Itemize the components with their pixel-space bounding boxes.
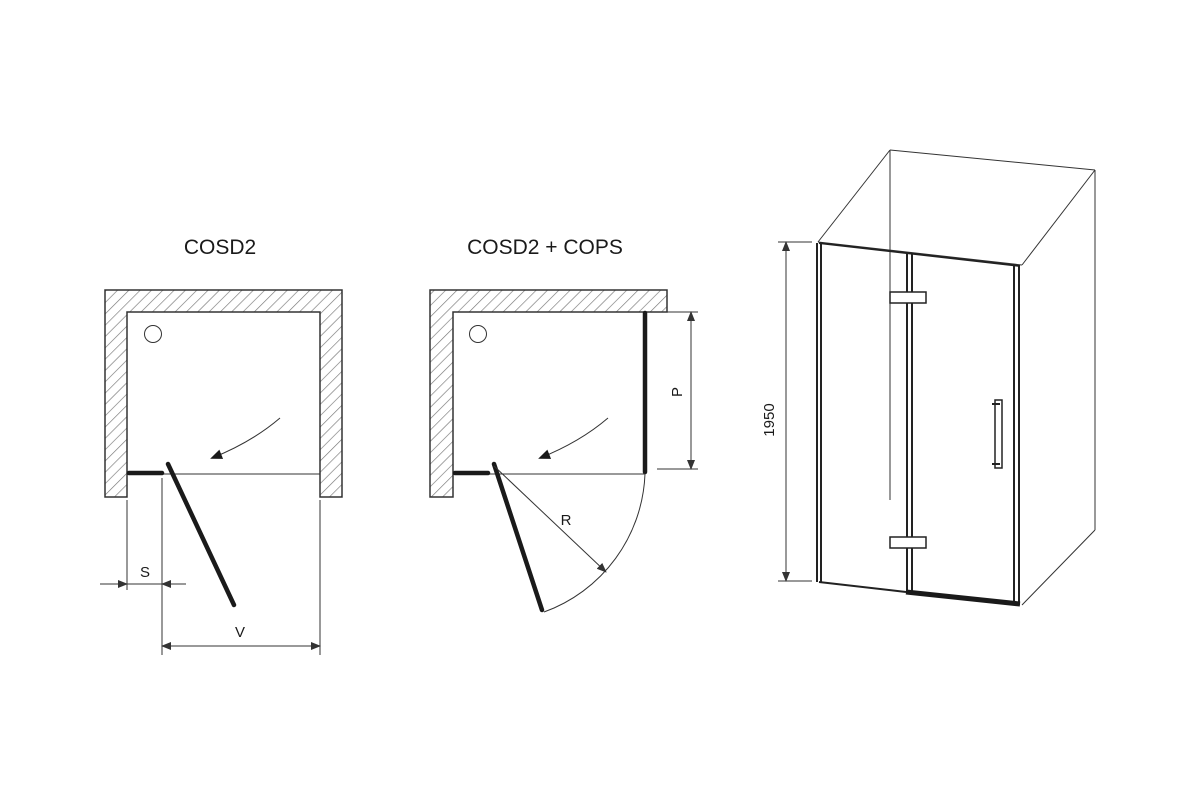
dim-label-height: 1950 [761,403,778,436]
room-edge [889,149,1096,171]
handle-icon [994,399,1003,469]
wall-hatched [429,289,668,498]
room-edge [1021,529,1096,606]
dim-label-r: R [561,512,572,529]
swing-arrow-icon [210,417,281,459]
room-edge [817,149,891,243]
hinge-icon [889,536,927,549]
drain-icon [469,325,487,343]
hinge-icon [889,291,927,304]
swing-arc [543,473,646,613]
door-open [165,461,237,608]
plan-title: COSD2 [184,236,256,259]
dim-label-p: P [669,387,686,397]
bottom-profile [905,589,1021,607]
plan-cosd2-cops: COSD2 + COPS R P [429,236,698,613]
swing-arrow-icon [538,417,609,459]
door-open [491,461,545,613]
dim-label-v: V [235,624,245,641]
door-bottom-edge [818,581,907,593]
drain-icon [144,325,162,343]
room-edge [1021,169,1096,266]
plan-title: COSD2 + COPS [467,236,623,259]
dim-label-s: S [140,564,150,581]
wall-hatched [104,289,343,498]
dim-line-r [493,465,607,573]
plan-cosd2: COSD2 S V [100,236,343,655]
perspective-view: 1950 [761,149,1096,607]
door-top-edge [818,242,1021,267]
